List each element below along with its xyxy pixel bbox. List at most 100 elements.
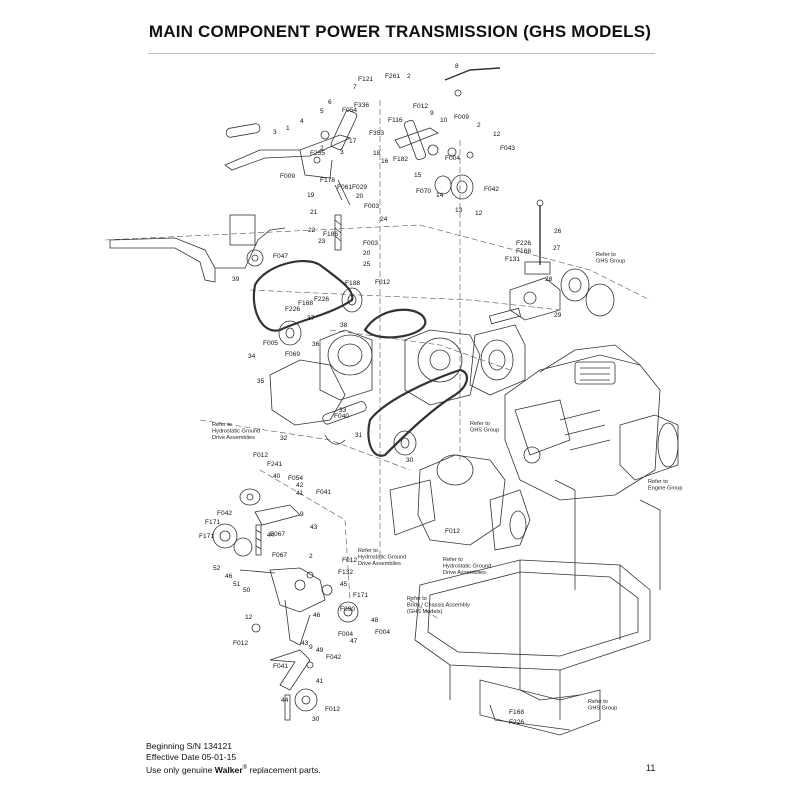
- part-label: 33: [339, 407, 347, 414]
- note-line: Hydrostatic Ground: [358, 555, 406, 561]
- part-label: F116: [388, 117, 403, 124]
- control-lever-assembly: [224, 67, 501, 251]
- part-label: 14: [436, 192, 444, 199]
- part-label: F067: [270, 531, 285, 538]
- part-label: 47: [350, 638, 358, 645]
- part-label: F182: [393, 156, 408, 163]
- genuine-parts-note: Use only genuine Walker® replacement par…: [146, 763, 321, 776]
- part-label: 9: [309, 644, 313, 651]
- part-label: 9: [430, 110, 434, 117]
- part-label: 20: [363, 250, 371, 257]
- page-title: MAIN COMPONENT POWER TRANSMISSION (GHS M…: [148, 22, 652, 41]
- footer: Beginning S/N 134121 Effective Date 05-0…: [146, 741, 321, 776]
- part-label: 28: [545, 276, 553, 283]
- part-label: 3: [340, 149, 344, 156]
- part-label: 27: [553, 245, 561, 252]
- part-label: F255: [310, 150, 325, 157]
- part-label: 8: [455, 63, 459, 70]
- part-label: 41: [316, 678, 324, 685]
- part-label: 50: [243, 587, 251, 594]
- effective-date: Effective Date 05-01-15: [146, 752, 237, 762]
- note-line: Hydrostatic Ground: [212, 429, 260, 435]
- part-label: F069: [285, 351, 300, 358]
- part-label: F012: [445, 528, 460, 535]
- part-label: F188: [345, 280, 360, 287]
- part-number-labels: F121 F261 2 7 8 F336 6 5 F054 3 4 1 F255…: [199, 63, 562, 726]
- part-label: F168: [509, 709, 524, 716]
- steering-handle: [109, 214, 286, 283]
- part-label: 42: [296, 482, 304, 489]
- part-label: 15: [414, 172, 422, 179]
- genuine-prefix: Use only genuine: [146, 764, 215, 775]
- part-label: F012: [253, 452, 268, 459]
- part-label: 44: [267, 532, 275, 539]
- engine-assembly: [504, 344, 679, 501]
- note-line: Refer to: [470, 421, 490, 427]
- part-label: 10: [440, 117, 448, 124]
- hydrostatic-pump-lower: [389, 454, 531, 551]
- drive-belts: [252, 260, 468, 457]
- note-line: Engine Group: [648, 486, 683, 492]
- part-label: 35: [257, 378, 265, 385]
- part-label: 7: [353, 84, 357, 91]
- genuine-suffix: replacement parts.: [247, 764, 321, 775]
- part-label: F047: [273, 253, 288, 260]
- part-label: F226: [314, 296, 329, 303]
- note-line: Refer to: [648, 479, 668, 485]
- part-label: F132: [338, 569, 353, 576]
- part-label: 49: [316, 647, 324, 654]
- part-label: 19: [307, 192, 315, 199]
- part-label: F041: [316, 489, 331, 496]
- part-label: 32: [280, 435, 288, 442]
- part-label: F178: [320, 177, 335, 184]
- note-line: GHS Group: [470, 428, 499, 434]
- part-label: F003: [363, 240, 378, 247]
- part-label: F241: [267, 461, 282, 468]
- part-label: 5: [320, 108, 324, 115]
- part-label: F168: [516, 248, 531, 255]
- part-label: F005: [263, 340, 278, 347]
- note-line: Refer to: [596, 252, 616, 258]
- part-label: 26: [554, 228, 562, 235]
- part-label: F042: [217, 510, 232, 517]
- part-label: 2: [477, 122, 481, 129]
- part-label: F171: [205, 519, 220, 526]
- part-label: 31: [355, 432, 363, 439]
- part-label: 51: [233, 581, 241, 588]
- part-label: F004: [338, 631, 353, 638]
- note-line: Refer to: [358, 548, 378, 554]
- assembly-guide-lines: [104, 100, 651, 621]
- part-label: F061: [337, 184, 352, 191]
- part-label: 2: [309, 553, 313, 560]
- part-label: F040: [334, 413, 349, 420]
- page-number: 11: [646, 763, 656, 773]
- part-label: 16: [381, 158, 389, 165]
- note-line: Refer to: [443, 557, 463, 563]
- part-label: F042: [326, 654, 341, 661]
- note-line: Hydrostatic Ground: [443, 564, 491, 570]
- part-label: 18: [373, 150, 381, 157]
- part-label: F226: [285, 306, 300, 313]
- part-label: F171: [199, 533, 214, 540]
- part-label: F043: [500, 145, 515, 152]
- note-line: GHS Group: [588, 706, 617, 712]
- part-label: 6: [328, 99, 332, 106]
- part-label: F012: [413, 103, 428, 110]
- part-label: F070: [416, 188, 431, 195]
- part-label: 3: [273, 129, 277, 136]
- part-label: F168: [298, 300, 313, 307]
- part-label: 46: [313, 612, 321, 619]
- note-line: Drive Assemblies: [212, 435, 255, 441]
- part-label: F171: [353, 592, 368, 599]
- note-line: Drive Assemblies: [358, 561, 401, 567]
- part-label: 38: [340, 322, 348, 329]
- part-label: F054: [342, 107, 357, 114]
- part-label: 37: [307, 315, 315, 322]
